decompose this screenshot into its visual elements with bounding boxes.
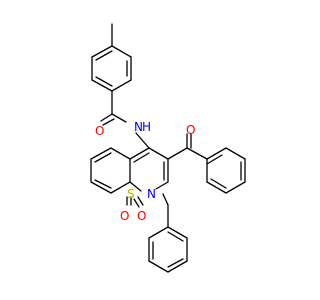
atom-labels: O N H O N S O O [95, 120, 195, 223]
ring-nitrogen-label: N [147, 187, 156, 201]
tolyl-ring [91, 23, 132, 92]
amide-hydrogen-label: H [142, 120, 151, 134]
benzoyl-group [167, 133, 246, 194]
benzyl-group [148, 193, 188, 273]
thiazine-ring [129, 147, 169, 192]
sulfur-label: S [127, 187, 135, 201]
amide-group [100, 90, 150, 149]
sulfonyl-oxygen-2-label: O [137, 209, 146, 223]
amide-oxygen-label: O [95, 124, 104, 138]
amide-nitrogen-label: N [134, 120, 143, 134]
sulfonyl-group [126, 196, 144, 208]
benzo-ring [90, 147, 131, 194]
molecule-structure-diagram: O N H O N S O O [90, 23, 246, 273]
ketone-oxygen-label: O [186, 123, 195, 137]
sulfonyl-oxygen-1-label: O [120, 209, 129, 223]
